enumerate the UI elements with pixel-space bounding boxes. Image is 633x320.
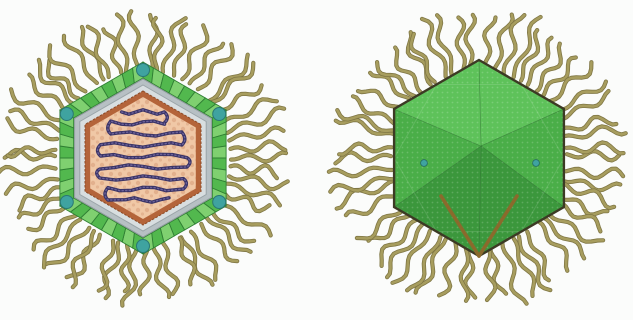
capsomer bbox=[212, 146, 226, 158]
cross-section-view bbox=[0, 11, 288, 305]
penton-vertex bbox=[60, 108, 73, 121]
fiber bbox=[494, 15, 513, 72]
penton-vertex bbox=[213, 196, 226, 209]
surface-vertex bbox=[533, 160, 540, 167]
penton-vertex bbox=[137, 240, 150, 253]
fiber bbox=[559, 91, 609, 121]
fiber-outline bbox=[439, 243, 457, 296]
penton-vertex bbox=[213, 108, 226, 121]
capsomer bbox=[60, 158, 74, 170]
fiber bbox=[153, 18, 162, 71]
fiber bbox=[461, 245, 469, 301]
penton-vertex bbox=[60, 196, 73, 209]
fiber bbox=[381, 220, 416, 266]
fiber bbox=[0, 167, 56, 175]
fiber bbox=[457, 18, 465, 72]
penton-vertex bbox=[137, 64, 150, 77]
fiber bbox=[99, 241, 114, 291]
surface-view bbox=[329, 15, 626, 304]
surface-vertex bbox=[421, 160, 428, 167]
fiber-outline bbox=[357, 207, 406, 239]
